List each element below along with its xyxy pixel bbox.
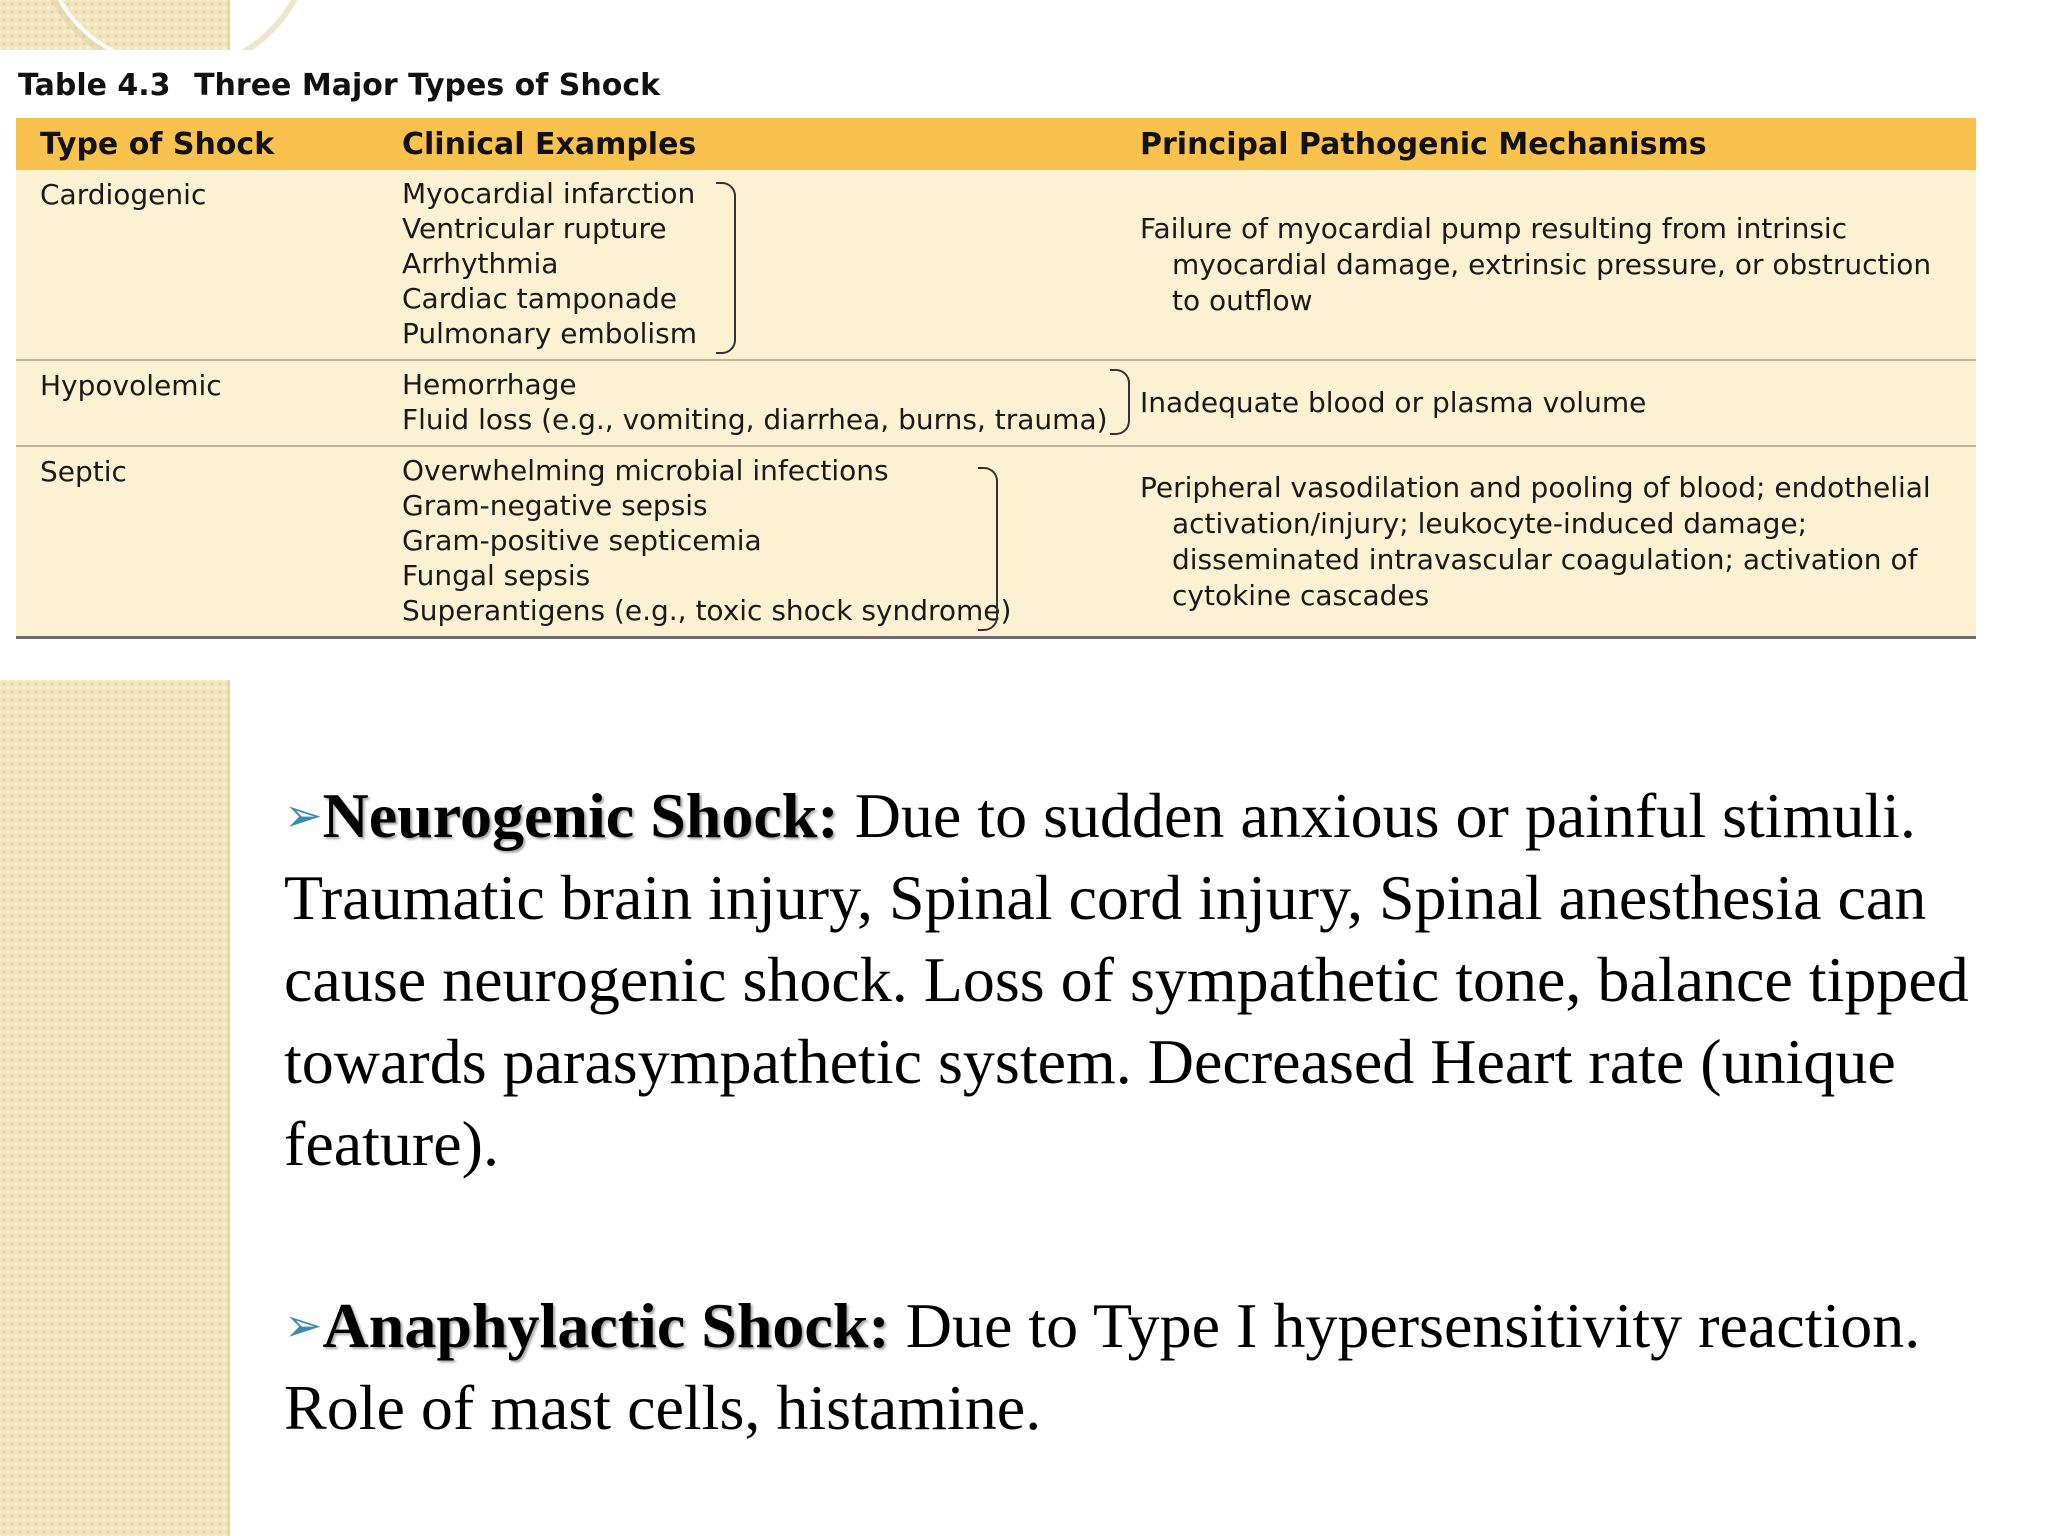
table-header-row: Type of Shock Clinical Examples Principa… (16, 118, 1976, 170)
header-type: Type of Shock (40, 126, 275, 162)
example-item: Fungal sepsis (402, 559, 591, 592)
bullet-text: Due to sudden anxious or painful stimuli… (284, 780, 1969, 1179)
table-row: Hypovolemic Hemorrhage Fluid loss (e.g.,… (16, 359, 1976, 445)
example-item: Arrhythmia (402, 247, 559, 280)
grouping-brace (716, 182, 736, 354)
clinical-examples: Hemorrhage Fluid loss (e.g., vomiting, d… (378, 361, 1140, 445)
example-item: Fluid loss (e.g., vomiting, diarrhea, bu… (402, 403, 1108, 436)
grouping-brace (1110, 369, 1130, 435)
mechanism-cell: Peripheral vasodilation and pooling of b… (1140, 447, 1976, 636)
table-row: Septic Overwhelming microbial infections… (16, 445, 1976, 636)
example-item: Myocardial infarction (402, 177, 696, 210)
table-title: Three Major Types of Shock (194, 68, 661, 103)
example-item: Superantigens (e.g., toxic shock syndrom… (402, 594, 1012, 627)
example-item: Hemorrhage (402, 368, 577, 401)
mechanism-text: Peripheral vasodilation and pooling of b… (1140, 470, 1931, 612)
example-item: Cardiac tamponade (402, 282, 677, 315)
example-item: Pulmonary embolism (402, 317, 698, 350)
mechanism-text: Inadequate blood or plasma volume (1140, 386, 1647, 419)
mechanism-text: Failure of myocardial pump resulting fro… (1140, 211, 1932, 317)
shock-type: Hypovolemic (40, 369, 222, 402)
example-item: Ventricular rupture (402, 212, 667, 245)
bullet-text: Due to Type I hypersensitivity reaction.… (284, 1290, 1921, 1443)
shock-type: Septic (40, 455, 127, 488)
table-figure: Table 4.3 Three Major Types of Shock Typ… (0, 50, 1976, 680)
header-mechanisms: Principal Pathogenic Mechanisms (1140, 126, 1707, 162)
example-item: Overwhelming microbial infections (402, 454, 889, 487)
mechanism-cell: Inadequate blood or plasma volume (1140, 361, 1976, 445)
table-number: Table 4.3 (18, 68, 171, 103)
bullet-term: Neurogenic Shock: (322, 780, 839, 851)
shock-type: Cardiogenic (40, 178, 207, 211)
bullet-neurogenic: ➢Neurogenic Shock: Due to sudden anxious… (284, 775, 1974, 1185)
bullet-term: Anaphylactic Shock: (322, 1290, 890, 1361)
mechanism-cell: Failure of myocardial pump resulting fro… (1140, 170, 1976, 359)
clinical-examples: Myocardial infarction Ventricular ruptur… (378, 170, 1140, 359)
shock-types-table: Type of Shock Clinical Examples Principa… (16, 118, 1976, 639)
slide-bullets: ➢Neurogenic Shock: Due to sudden anxious… (284, 775, 1974, 1449)
arrow-bullet-icon: ➢ (284, 790, 323, 841)
table-caption: Table 4.3 Three Major Types of Shock (18, 68, 660, 103)
bullet-anaphylactic: ➢Anaphylactic Shock: Due to Type I hyper… (284, 1285, 1974, 1449)
table-row: Cardiogenic Myocardial infarction Ventri… (16, 170, 1976, 359)
header-examples: Clinical Examples (402, 126, 697, 162)
clinical-examples: Overwhelming microbial infections Gram-n… (378, 447, 1140, 636)
example-item: Gram-negative sepsis (402, 489, 708, 522)
arrow-bullet-icon: ➢ (284, 1300, 323, 1351)
example-item: Gram-positive septicemia (402, 524, 762, 557)
grouping-brace (978, 467, 998, 631)
